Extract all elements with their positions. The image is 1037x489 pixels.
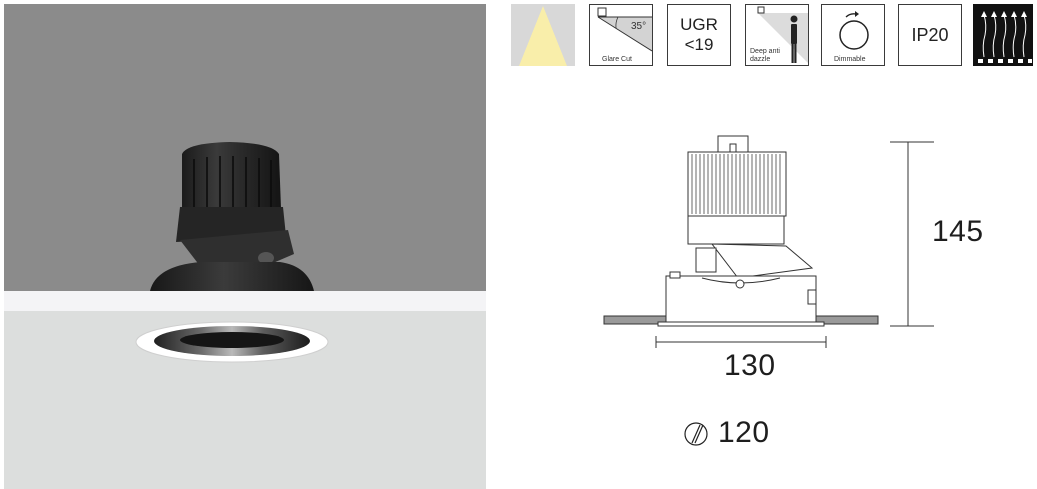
deep-anti-dazzle-icon: Deep anti dazzle bbox=[745, 4, 809, 66]
technical-drawing bbox=[590, 128, 1010, 363]
thermal-insulation-icon bbox=[973, 4, 1033, 66]
dimmable-icon: Dimmable bbox=[821, 4, 885, 66]
cutout-dimension-label: 120 bbox=[718, 416, 770, 449]
deep-anti-dazzle-caption-2: dazzle bbox=[750, 56, 771, 63]
glare-cut-caption: Glare Cut bbox=[602, 56, 632, 63]
deep-anti-dazzle-caption-1: Deep anti bbox=[750, 48, 780, 55]
ugr-icon: UGR <19 bbox=[667, 4, 731, 66]
diameter-icon bbox=[683, 421, 709, 447]
product-photo-side-view bbox=[4, 4, 486, 291]
height-dimension-label: 145 bbox=[932, 215, 984, 248]
ugr-label: UGR bbox=[680, 15, 718, 34]
ip-rating-label: IP20 bbox=[911, 25, 949, 45]
ceiling-edge-divider bbox=[4, 291, 486, 311]
glare-cut-angle: 35° bbox=[631, 21, 647, 32]
ugr-value: <19 bbox=[684, 35, 714, 54]
beam-angle-icon bbox=[511, 4, 575, 66]
glare-cut-icon: 35° Glare Cut bbox=[589, 4, 653, 66]
dimmable-caption: Dimmable bbox=[834, 56, 866, 63]
width-dimension-label: 130 bbox=[724, 349, 776, 382]
ip-rating-icon: IP20 bbox=[898, 4, 962, 66]
product-photo-ceiling-view bbox=[4, 311, 486, 489]
